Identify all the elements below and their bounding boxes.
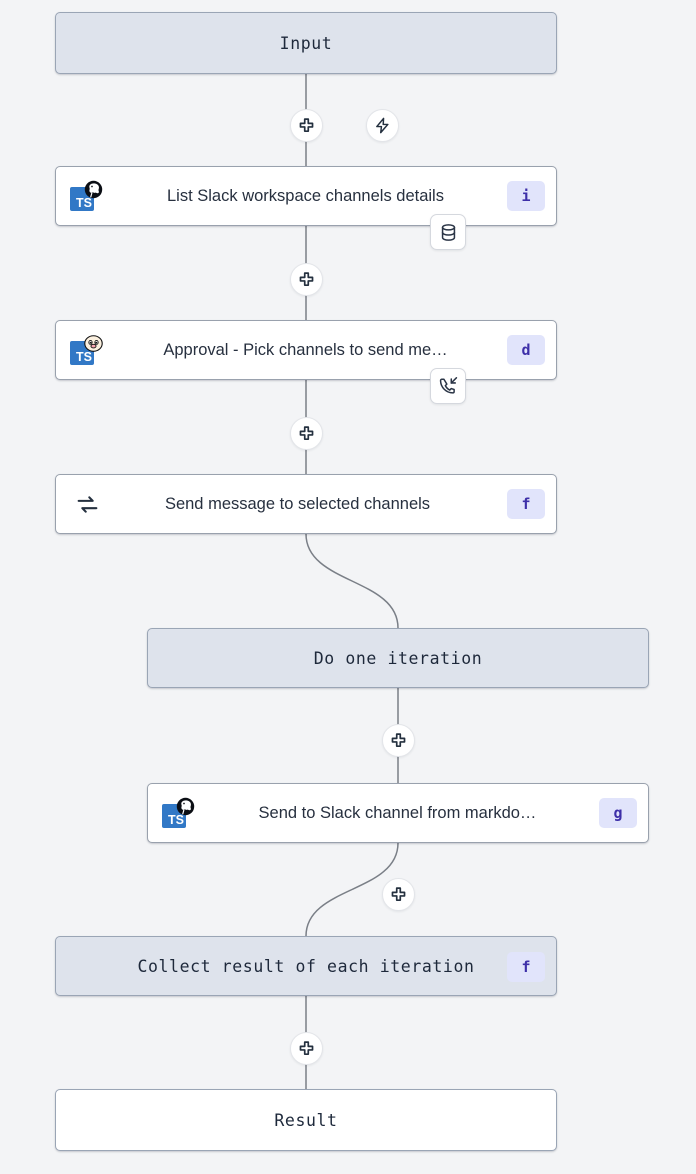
node-d-label: Approval - Pick channels to send me… [163,340,448,359]
plus-icon [299,272,314,287]
node-result[interactable]: Result [55,1089,557,1151]
node-d-label-wrap: Approval - Pick channels to send me… [104,341,507,360]
phone-incoming-chip[interactable] [430,368,466,404]
zap-icon [376,117,389,134]
node-g-badge: g [599,798,637,828]
node-collect-result-badge: f [507,952,545,982]
node-result-label: Result [274,1110,338,1130]
phone-incoming-icon [439,376,457,394]
deno-icon [176,797,195,816]
typescript-deno-icon: TS [162,797,196,828]
node-i-badge: i [507,181,545,211]
node-f-label: Send message to selected channels [164,494,431,513]
add-step-in-loop-button[interactable] [382,724,415,757]
edge-f-to-iteration [305,533,399,629]
node-i[interactable]: TS List Slack workspace channels details… [55,166,557,226]
bun-icon [84,335,103,352]
plus-icon [391,887,406,902]
node-do-one-iteration-label: Do one iteration [313,648,483,668]
add-step-after-input-button[interactable] [290,109,323,142]
node-f[interactable]: Send message to selected channels f [55,474,557,534]
plus-icon [299,1041,314,1056]
plus-icon [299,426,314,441]
typescript-bun-icon: TS [70,335,104,365]
node-d-badge: d [507,335,545,365]
insert-trigger-after-input-button[interactable] [366,109,399,142]
database-chip[interactable] [430,214,466,250]
node-g-label: Send to Slack channel from markdo… [258,803,537,822]
plus-icon [299,118,314,133]
loop-repeat-icon-wrap [72,489,102,519]
node-f-badge: f [507,489,545,519]
add-step-after-g-button[interactable] [382,878,415,911]
node-input-label: Input [279,33,333,53]
typescript-deno-icon: TS [70,180,104,211]
node-g-label-wrap: Send to Slack channel from markdo… [196,804,599,823]
node-d[interactable]: TS Approval - Pick channels to send me… … [55,320,557,380]
loop-repeat-icon [77,495,97,513]
node-collect-result-label: Collect result of each iteration [137,956,475,976]
node-input[interactable]: Input [55,12,557,74]
node-i-label: List Slack workspace channels details [167,186,444,205]
deno-icon [84,180,103,199]
node-f-label-wrap: Send message to selected channels [56,495,507,514]
node-do-one-iteration[interactable]: Do one iteration [147,628,649,688]
node-collect-result[interactable]: Collect result of each iteration f [55,936,557,996]
add-step-after-d-button[interactable] [290,417,323,450]
add-step-after-collect-button[interactable] [290,1032,323,1065]
add-step-after-i-button[interactable] [290,263,323,296]
plus-icon [391,733,406,748]
database-icon [441,223,455,241]
node-i-label-wrap: List Slack workspace channels details [104,187,507,206]
node-g[interactable]: TS Send to Slack channel from markdo… g [147,783,649,843]
